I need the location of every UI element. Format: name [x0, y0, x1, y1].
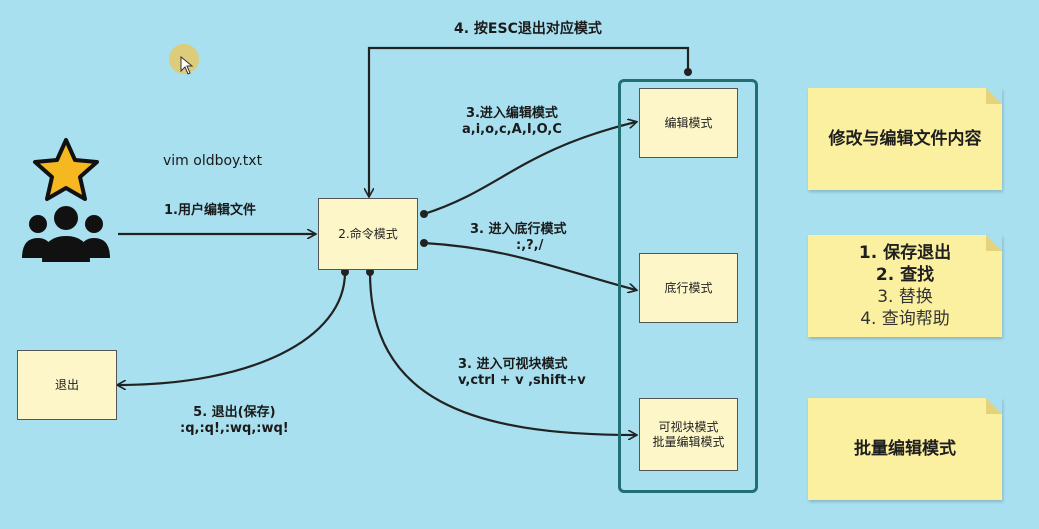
- edge-label-to-edit: 3.进入编辑模式 a,i,o,c,A,I,O,C: [462, 106, 562, 137]
- cursor-icon: [180, 56, 194, 75]
- note-visual: 批量编辑模式: [808, 398, 1002, 500]
- edge-label-user-edit: 1.用户编辑文件: [164, 203, 256, 218]
- node-exit: 退出: [17, 350, 117, 420]
- edge-label-esc: 4. 按ESC退出对应模式: [454, 21, 602, 37]
- edge-exit: [118, 271, 347, 385]
- node-command-mode: 2.命令模式: [318, 198, 418, 270]
- node-visual-mode: 可视块模式 批量编辑模式: [639, 398, 738, 471]
- edge-label-exit: 5. 退出(保存) :q,:q!,:wq,:wq!: [180, 405, 289, 436]
- edge-label-to-bottom: 3. 进入底行模式 :,?,/: [470, 222, 567, 253]
- edge-to-visual: [368, 271, 636, 435]
- edge-label-to-visual: 3. 进入可视块模式 v,ctrl + v ,shift+v: [458, 357, 586, 388]
- node-bottom-mode: 底行模式: [639, 253, 738, 323]
- cmd-label: vim oldboy.txt: [163, 153, 263, 169]
- edge-to-bottom: [423, 241, 636, 290]
- modes-frame: [618, 79, 758, 493]
- note-edit: 修改与编辑文件内容: [808, 88, 1002, 190]
- user-star-icon: [22, 138, 110, 262]
- note-bottom: 1. 保存退出 2. 查找 3. 替换 4. 查询帮助: [808, 235, 1002, 337]
- edge-to-edit: [423, 122, 636, 216]
- edge-esc-back: [369, 46, 690, 196]
- node-edit-mode: 编辑模式: [639, 88, 738, 158]
